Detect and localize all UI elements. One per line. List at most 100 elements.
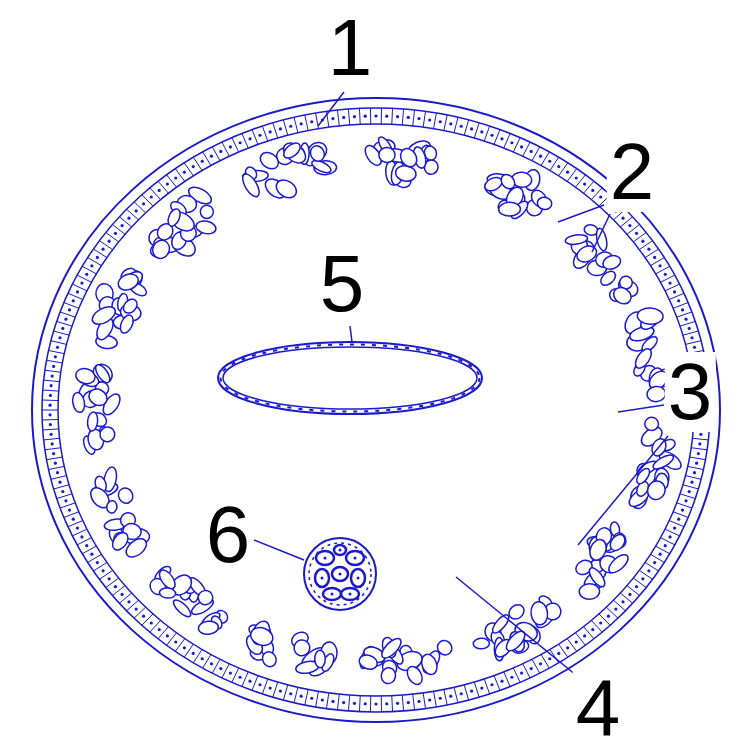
vascular-bundle xyxy=(472,148,566,237)
cell-wall xyxy=(575,175,585,187)
bundle-cell xyxy=(379,147,396,163)
cell-nucleus xyxy=(68,308,71,311)
bundle-cell xyxy=(606,551,631,575)
bundle-cell xyxy=(351,569,365,587)
cell-wall xyxy=(77,275,91,282)
cell-wall xyxy=(523,142,530,156)
cell-nucleus xyxy=(681,508,684,511)
cell-wall xyxy=(54,331,69,335)
cuticle-line xyxy=(42,108,710,712)
cell-nucleus xyxy=(557,652,560,655)
cell-nucleus xyxy=(239,676,242,679)
cell-wall xyxy=(677,312,692,317)
bundle-cell xyxy=(106,500,118,514)
leader-line xyxy=(456,577,582,680)
cell-wall xyxy=(656,546,670,554)
cell-wall xyxy=(43,429,59,430)
cell-nucleus xyxy=(539,155,542,158)
cell-wall xyxy=(47,457,63,460)
cell-wall xyxy=(150,188,161,200)
cell-nucleus xyxy=(575,640,578,643)
cell-nucleus xyxy=(500,680,503,683)
cell-wall xyxy=(203,654,211,668)
cell-wall xyxy=(99,241,112,250)
cell-nucleus xyxy=(49,394,52,397)
bundle-cell xyxy=(308,144,327,164)
leader-line xyxy=(318,92,344,126)
cell-nucleus xyxy=(166,182,169,185)
callout-number: 6 xyxy=(203,495,254,575)
bundle-cell xyxy=(357,653,379,672)
cell-nucleus xyxy=(548,160,551,163)
cell-nucleus xyxy=(229,145,232,148)
cell-nucleus xyxy=(90,553,93,556)
cell-nucleus xyxy=(684,318,687,321)
cell-nucleus xyxy=(417,117,420,120)
cell-wall xyxy=(142,195,153,206)
cell-wall xyxy=(93,249,107,258)
cell-wall xyxy=(656,266,670,274)
cell-wall xyxy=(51,476,67,480)
bundle-cell xyxy=(435,638,455,658)
cell-wall xyxy=(651,258,665,266)
cell-nucleus xyxy=(279,127,282,130)
cell-wall xyxy=(391,696,393,712)
cell-wall xyxy=(262,126,267,141)
cell-nucleus xyxy=(48,413,51,416)
bundle-cell xyxy=(379,635,404,661)
cell-wall xyxy=(212,659,220,673)
cell-nucleus xyxy=(374,114,377,117)
cell-nucleus xyxy=(96,561,99,564)
cell-nucleus xyxy=(396,702,399,705)
cell-nucleus xyxy=(85,544,88,547)
cell-nucleus xyxy=(417,700,420,703)
cell-wall xyxy=(513,138,520,152)
cell-nucleus xyxy=(219,150,222,153)
cell-wall xyxy=(494,130,500,145)
vascular-bundle xyxy=(133,177,235,277)
cell-nucleus xyxy=(135,209,138,212)
cell-wall xyxy=(47,360,63,363)
cell-nucleus xyxy=(300,122,303,125)
cell-wall xyxy=(57,494,72,499)
cell-wall xyxy=(64,303,79,309)
bundle-cell xyxy=(579,584,600,600)
cell-wall xyxy=(222,664,229,678)
cell-nucleus xyxy=(114,232,117,235)
cell-wall xyxy=(402,109,403,125)
cell-nucleus xyxy=(342,116,345,119)
cell-nucleus xyxy=(142,615,145,618)
cell-wall xyxy=(326,693,328,709)
cell-nucleus xyxy=(349,593,352,596)
bundle-cell xyxy=(587,537,609,563)
bundle-cell xyxy=(634,466,652,486)
epidermis-cells xyxy=(42,108,710,712)
cell-nucleus xyxy=(51,374,54,377)
vascular-bundle xyxy=(72,255,159,359)
cell-wall xyxy=(45,370,61,372)
cell-wall xyxy=(242,672,248,687)
bundle-cell xyxy=(86,386,110,409)
cell-nucleus xyxy=(76,290,79,293)
cell-nucleus xyxy=(690,481,693,484)
cell-nucleus xyxy=(566,646,569,649)
cell-wall xyxy=(591,620,602,632)
bundle-cell xyxy=(166,207,183,228)
bundle-cell xyxy=(291,637,313,659)
cell-wall xyxy=(77,538,91,545)
cell-nucleus xyxy=(248,137,251,140)
cell-nucleus xyxy=(96,256,99,259)
cell-nucleus xyxy=(628,224,631,227)
cell-wall xyxy=(222,142,229,156)
cell-wall xyxy=(474,682,479,697)
cell-nucleus xyxy=(673,526,676,529)
cell-wall xyxy=(119,217,131,227)
cell-wall xyxy=(106,232,119,241)
cell-wall xyxy=(167,633,177,645)
bundle-cell xyxy=(248,625,275,649)
cell-wall xyxy=(606,607,618,618)
cell-nucleus xyxy=(80,281,83,284)
cell-nucleus xyxy=(142,202,145,205)
cell-nucleus xyxy=(668,535,671,538)
cell-nucleus xyxy=(192,652,195,655)
